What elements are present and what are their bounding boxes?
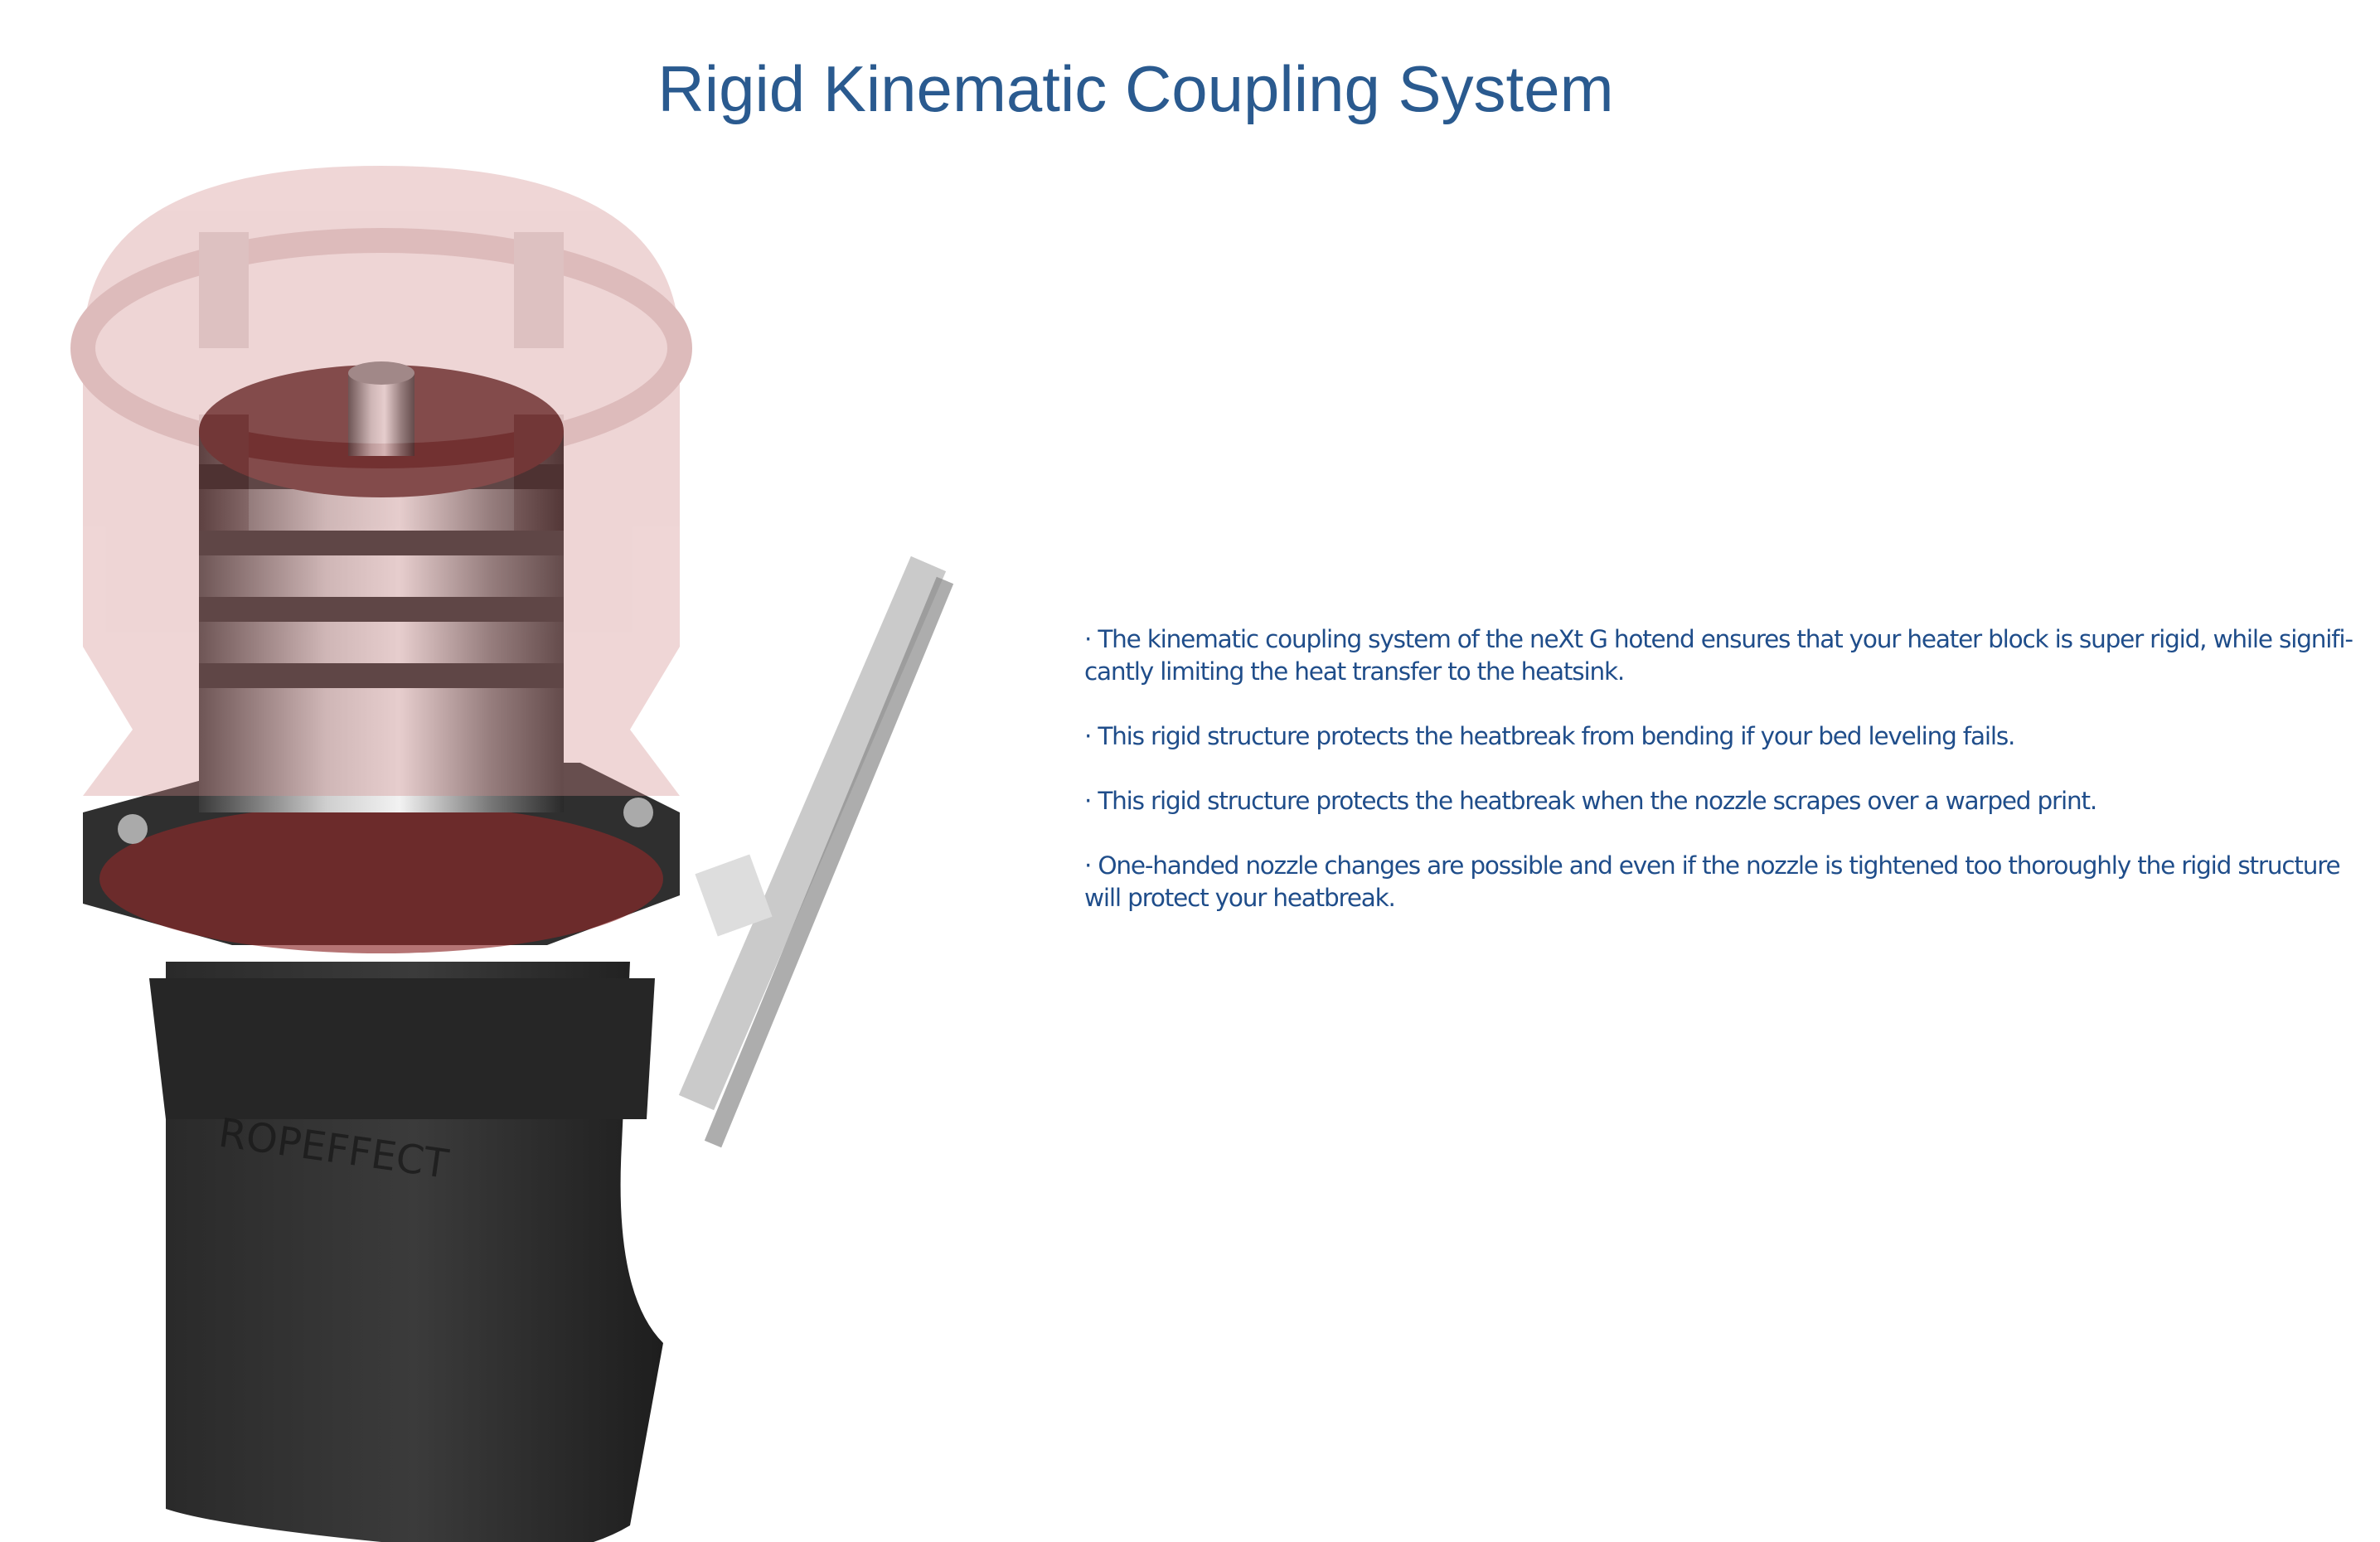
feature-bullet: · One-handed nozzle changes are possible…	[1084, 851, 2341, 912]
coupling-ring	[70, 166, 692, 796]
black-housing: ROPEFFECT	[149, 962, 663, 1542]
feature-bullet: · The kinematic coupling system of the n…	[1084, 625, 2353, 686]
heatsink	[199, 361, 564, 812]
feature-bullet: · This rigid structure protects the heat…	[1084, 787, 2097, 815]
feature-bullet: · This rigid structure protects the heat…	[1084, 722, 2015, 750]
cable-icon	[678, 555, 954, 1148]
hotend-render-image: ROPEFFECT	[70, 166, 954, 1542]
feature-list: · The kinematic coupling system of the n…	[1084, 623, 2353, 947]
page-title: Rigid Kinematic Coupling System	[657, 52, 1614, 126]
